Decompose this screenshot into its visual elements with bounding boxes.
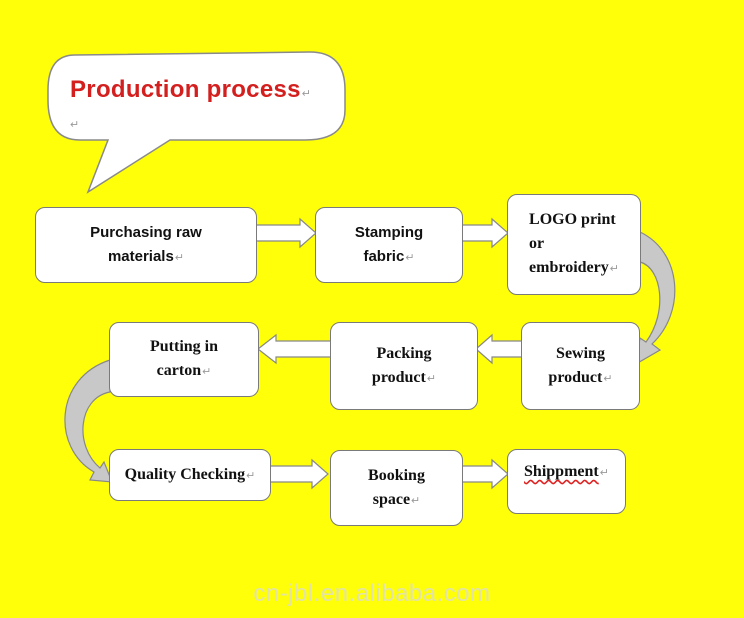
arrow-8-to-9 <box>461 458 509 490</box>
speech-bubble <box>47 51 346 194</box>
curved-arrow-right <box>635 231 676 366</box>
arrow-1-to-2 <box>255 217 317 249</box>
curved-arrow-left <box>64 359 113 483</box>
step-quality-checking: Quality Checking↵ <box>109 449 271 501</box>
step-shippment: Shippment↵ <box>507 449 626 514</box>
arrow-7-to-8 <box>269 458 329 490</box>
arrow-4-to-5 <box>475 333 523 365</box>
arrow-2-to-3 <box>461 217 509 249</box>
watermark: cn-jbl.en.alibaba.com <box>253 580 491 607</box>
return-mark: ↵ <box>70 119 80 131</box>
page-title: Production process↵ <box>70 76 312 103</box>
arrow-5-to-6 <box>257 333 333 365</box>
